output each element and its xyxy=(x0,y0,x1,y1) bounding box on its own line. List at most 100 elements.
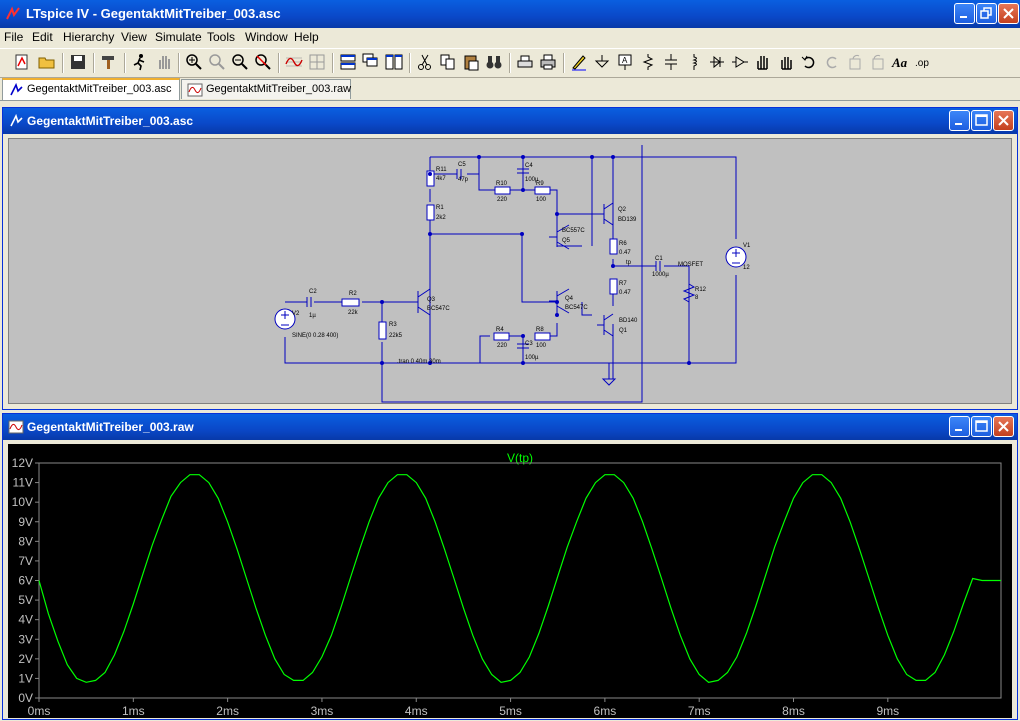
label-q3-model: BC547C xyxy=(427,306,450,312)
schematic-maximize-button[interactable] xyxy=(971,110,992,131)
cascade-icon xyxy=(362,53,378,67)
menu-edit[interactable]: Edit xyxy=(32,30,53,44)
drag-button[interactable] xyxy=(776,52,796,72)
label-q2: Q2 xyxy=(618,207,627,213)
pencil-icon xyxy=(572,55,586,71)
tab-waveform-label: GegentaktMitTreiber_003.raw xyxy=(206,83,352,95)
pan-button[interactable] xyxy=(207,52,227,72)
diode-button[interactable] xyxy=(707,52,727,72)
menu-simulate[interactable]: Simulate xyxy=(155,30,202,44)
minimize-button[interactable] xyxy=(954,3,975,24)
mirror-button[interactable] xyxy=(868,52,888,72)
copy-button[interactable] xyxy=(438,52,458,72)
menu-window[interactable]: Window xyxy=(245,30,288,44)
draw-wire-button[interactable] xyxy=(569,52,589,72)
waveform-maximize-button[interactable] xyxy=(971,416,992,437)
label-r12-value: 8 xyxy=(695,295,699,301)
zoom-out-button[interactable] xyxy=(230,52,250,72)
maximize-icon xyxy=(975,114,988,126)
text-button[interactable]: Aa xyxy=(891,52,911,72)
label-c3-value: 100µ xyxy=(525,355,539,361)
trace-v-tp[interactable] xyxy=(38,474,1001,683)
redo-button[interactable] xyxy=(822,52,842,72)
find-button[interactable] xyxy=(484,52,504,72)
component-button[interactable] xyxy=(730,52,750,72)
label-v1: V1 xyxy=(743,243,751,249)
print-button[interactable] xyxy=(538,52,558,72)
text-icon: Aa xyxy=(891,55,908,70)
restore-button[interactable] xyxy=(976,3,997,24)
label-r1-value: 2k2 xyxy=(436,215,446,221)
save-button[interactable] xyxy=(68,52,88,72)
label-r8: R8 xyxy=(536,327,544,333)
label-net-icon: A xyxy=(618,54,632,70)
open-button[interactable] xyxy=(37,52,57,72)
label-tp: tp xyxy=(626,260,632,266)
waveform-window-icon xyxy=(8,420,24,434)
ground-icon xyxy=(594,55,610,68)
printer-icon xyxy=(540,54,556,70)
paste-button[interactable] xyxy=(461,52,481,72)
tile-vertical-button[interactable] xyxy=(384,52,404,72)
run-icon xyxy=(133,54,145,71)
autorange-button[interactable] xyxy=(284,52,304,72)
document-tab-bar: GegentaktMitTreiber_003.asc GegentaktMit… xyxy=(0,78,1020,101)
label-r5-value: 220 xyxy=(497,343,508,349)
hammer-icon xyxy=(102,56,114,69)
label-c5: C5 xyxy=(458,162,466,168)
label-net-button[interactable]: A xyxy=(615,52,635,72)
menu-help[interactable]: Help xyxy=(294,30,319,44)
menu-hierarchy[interactable]: Hierarchy xyxy=(63,30,115,44)
cut-button[interactable] xyxy=(415,52,435,72)
resistor-button[interactable] xyxy=(638,52,658,72)
run-button[interactable] xyxy=(130,52,150,72)
zoom-fit-button[interactable] xyxy=(253,52,273,72)
schematic-canvas[interactable]: C2 1µ R2 22k V2 SINE(0 0.28 400) R3 22k5… xyxy=(8,138,1012,404)
label-v2: V2 xyxy=(292,311,300,317)
inductor-button[interactable] xyxy=(684,52,704,72)
print-setup-button[interactable] xyxy=(515,52,535,72)
label-r12: R12 xyxy=(695,287,707,293)
waveform-minimize-button[interactable] xyxy=(949,416,970,437)
menu-view[interactable]: View xyxy=(121,30,147,44)
toolbar: A Aa .op xyxy=(0,48,1020,78)
y-tick-label: 8V xyxy=(18,534,33,548)
cascade-button[interactable] xyxy=(361,52,381,72)
rotate-button[interactable] xyxy=(845,52,865,72)
waveform-icon xyxy=(285,57,303,67)
ground-button[interactable] xyxy=(592,52,612,72)
control-panel-button[interactable] xyxy=(99,52,119,72)
label-q4-model: BC547C xyxy=(565,305,588,311)
chart-title[interactable]: V(tp) xyxy=(507,451,533,465)
tab-waveform[interactable]: GegentaktMitTreiber_003.raw xyxy=(181,79,351,99)
schematic-icon xyxy=(10,82,23,96)
label-v1-value: 12 xyxy=(743,265,750,271)
tab-schematic[interactable]: GegentaktMitTreiber_003.asc xyxy=(2,78,180,100)
tile-horizontal-button[interactable] xyxy=(338,52,358,72)
y-tick-label: 0V xyxy=(18,691,33,705)
schematic-transistors xyxy=(410,202,614,337)
y-tick-label: 11V xyxy=(13,476,33,490)
close-button[interactable] xyxy=(998,3,1019,24)
copy-icon xyxy=(440,54,455,70)
label-c2-value: 1µ xyxy=(309,313,316,319)
halt-button[interactable] xyxy=(154,52,174,72)
waveform-close-button[interactable] xyxy=(993,416,1014,437)
menu-file[interactable]: File xyxy=(4,30,24,44)
menu-bar: File Edit Hierarchy View Simulate Tools … xyxy=(0,28,1020,46)
new-schematic-button[interactable] xyxy=(12,52,32,72)
capacitor-button[interactable] xyxy=(661,52,681,72)
schematic-close-button[interactable] xyxy=(993,110,1014,131)
grid-button[interactable] xyxy=(307,52,327,72)
svg-text:A: A xyxy=(622,56,628,65)
menu-tools[interactable]: Tools xyxy=(207,30,236,44)
zoom-in-button[interactable] xyxy=(184,52,204,72)
spice-directive-button[interactable]: .op xyxy=(914,52,934,72)
magnifier-icon xyxy=(209,54,225,70)
label-r10: R10 xyxy=(496,181,508,187)
undo-button[interactable] xyxy=(799,52,819,72)
move-button[interactable] xyxy=(753,52,773,72)
schematic-minimize-button[interactable] xyxy=(949,110,970,131)
